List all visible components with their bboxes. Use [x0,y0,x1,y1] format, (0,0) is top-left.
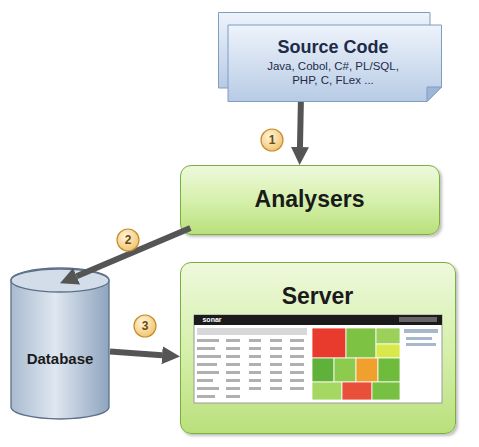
treemap [312,328,400,400]
table-rows [197,339,304,398]
callout-circle [261,129,283,151]
callout-number: 2 [117,233,139,247]
process-box: Analysers [180,165,440,235]
front-page [228,25,442,102]
callout-circle [117,229,139,251]
screenshot-frame [194,315,442,403]
node-title: Source Code [246,37,420,59]
flow-arrow [110,352,162,356]
page-fold [427,87,442,102]
screenshot-header-bar [399,317,437,322]
callout-circle [134,315,156,337]
cylinder-outline [10,268,110,420]
node-title: Analysers [181,186,438,214]
table-header [197,328,307,335]
screenshot-header [194,315,442,325]
source-document: Source CodeJava, Cobol, C#, PL/SQL, PHP,… [218,12,442,102]
database-cylinder: Database [10,268,110,420]
server-box: Server [180,262,456,434]
side-panel [404,329,438,346]
screenshot [194,315,442,403]
callout-number: 1 [261,133,283,147]
language-list: Java, Cobol, C#, PL/SQL, PHP, C, FLex ..… [258,60,408,88]
callout-number: 3 [134,319,156,333]
node-title: Server [181,283,454,311]
cylinder-body [11,268,109,419]
cylinder-top [11,269,109,292]
flow-arrow [297,102,304,147]
flow-arrow [77,228,191,276]
node-title: Database [10,350,110,368]
